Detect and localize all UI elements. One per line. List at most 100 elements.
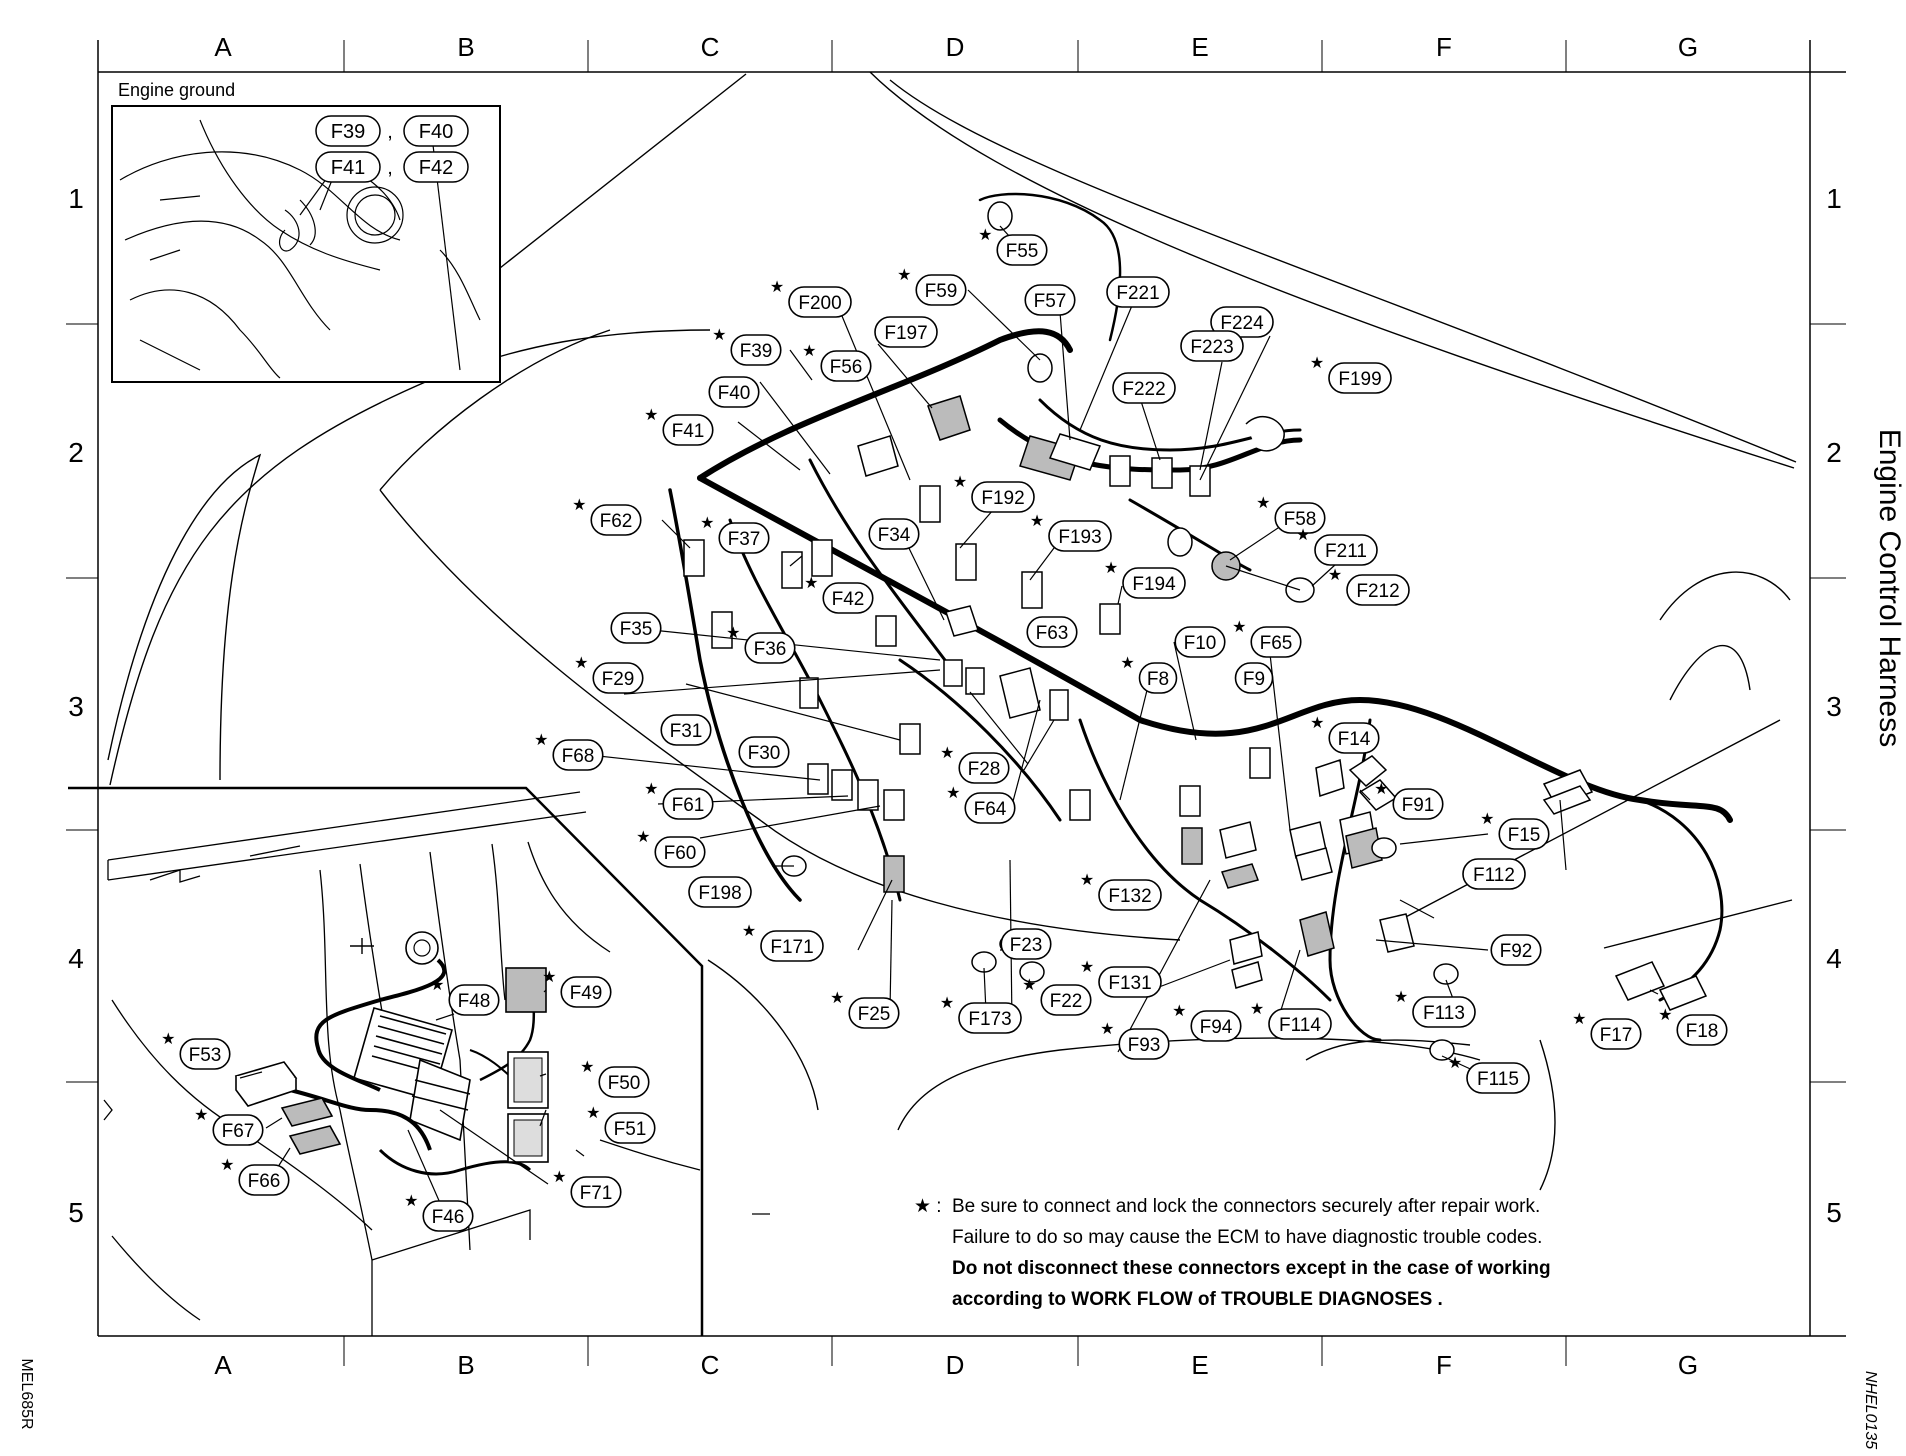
lock-star-icon: ★: [802, 343, 816, 360]
connector-id-label: F15: [1508, 825, 1541, 846]
col-label: A: [214, 32, 232, 62]
connector-id-label: F31: [670, 721, 703, 742]
connector-callout-bubble: [1346, 574, 1410, 606]
connector-callout: F49 ★: [542, 969, 612, 1008]
lock-star-icon: ★: [572, 497, 586, 514]
connector-callout: F9: [1234, 662, 1274, 694]
connector-id-label: F30: [748, 743, 781, 764]
connector-id-label: F211: [1325, 541, 1367, 562]
connector-id-label: F57: [1034, 291, 1067, 312]
lock-star-icon: ★: [1658, 1007, 1672, 1024]
connector-callout: F221: [1106, 276, 1170, 308]
row-label: 1: [68, 183, 84, 214]
connector-callout: F57: [1024, 284, 1076, 316]
connector-id-label: F51: [614, 1119, 647, 1140]
connector-callout: F31: [660, 714, 712, 746]
connector-callout-bubble: [822, 582, 874, 614]
connector-callout-bubble: [660, 714, 712, 746]
connector-callout-bubble: [1328, 722, 1380, 754]
connector-callout: F173★: [940, 995, 1022, 1034]
connector-callout: F91★: [1374, 781, 1444, 820]
connector-callout-bubble: [1180, 330, 1244, 362]
connector-id-label: F22: [1050, 991, 1083, 1012]
connector-callout: F30: [738, 736, 790, 768]
connector-callout-bubble: [654, 836, 706, 868]
connector-callout: F8★: [1120, 655, 1178, 694]
connector-id-label: F65: [1260, 633, 1293, 654]
lock-star-icon: ★: [830, 990, 844, 1007]
connector-id-label: F71: [580, 1183, 613, 1204]
connector-callout-bubble: [971, 481, 1035, 513]
lock-star-icon: ★: [946, 785, 960, 802]
connector-id-label: F37: [728, 529, 761, 550]
inset-title: Engine ground: [118, 80, 235, 100]
note-block: ★ : Be sure to connect and lock the conn…: [914, 1196, 1551, 1310]
lock-star-icon: ★: [1256, 495, 1270, 512]
connector-callout-bubble: [1466, 1062, 1530, 1094]
connector-callout-bubble: [1118, 1028, 1170, 1060]
connector-callout: F65★: [1232, 619, 1302, 658]
lock-star-icon: ★: [1080, 959, 1094, 976]
connector-callout-bubble: [212, 1114, 264, 1146]
lock-star-icon: ★: [542, 969, 556, 986]
connector-callout-bubble: [958, 752, 1010, 784]
inset-conn-label: F40: [419, 121, 453, 143]
connector-callout: F211★: [1296, 527, 1378, 566]
connector-id-label: F49: [570, 983, 603, 1004]
col-label: C: [701, 1350, 720, 1380]
lock-star-icon: ★: [194, 1107, 208, 1124]
connector-callout: F15★: [1480, 811, 1550, 850]
row-labels-left: 1 2 3 4 5: [68, 183, 84, 1228]
lock-star-icon: ★: [742, 923, 756, 940]
col-label: F: [1436, 1350, 1452, 1380]
lock-star-icon: ★: [644, 781, 658, 798]
drawing-code-left: MEL685R: [18, 1358, 35, 1429]
connector-callout-bubble: [592, 662, 644, 694]
connector-callout: F60★: [636, 829, 706, 868]
connector-id-label: F17: [1600, 1025, 1633, 1046]
connector-callout-bubble: [662, 414, 714, 446]
connector-id-label: F200: [798, 293, 841, 314]
lock-star-icon: ★: [726, 625, 740, 642]
col-label: G: [1678, 1350, 1698, 1380]
connector-callout-bubble: [1098, 879, 1162, 911]
connector-id-label: F221: [1116, 283, 1159, 304]
inset-separator: ,: [387, 121, 393, 143]
lock-star-icon: ★: [940, 995, 954, 1012]
connector-id-label: F59: [925, 281, 958, 302]
connector-id-label: F222: [1122, 379, 1165, 400]
connector-callout-bubble: [788, 286, 852, 318]
row-labels-right: 1 2 3 4 5: [1826, 183, 1842, 1228]
connector-callout-bubble: [1000, 928, 1052, 960]
connector-callout: F223: [1180, 330, 1244, 362]
connector-id-label: F113: [1423, 1003, 1465, 1024]
connector-callout: F113★: [1394, 989, 1476, 1028]
connector-id-label: F171: [770, 937, 813, 958]
connector-id-label: F60: [664, 843, 697, 864]
connector-callout: F193★: [1030, 513, 1112, 552]
connector-callout: F55★: [978, 227, 1048, 266]
lock-star-icon: ★: [1120, 655, 1134, 672]
row-label: 4: [68, 943, 84, 974]
note-line-2: Failure to do so may cause the ECM to ha…: [952, 1227, 1542, 1248]
connector-id-label: F193: [1058, 527, 1101, 548]
lock-star-icon: ★: [534, 732, 548, 749]
connector-callout: F212★: [1328, 567, 1410, 606]
connector-callout: F41★: [644, 407, 714, 446]
lock-star-icon: ★: [700, 515, 714, 532]
connector-callout: F61★: [644, 781, 714, 820]
connector-id-label: F92: [1500, 941, 1533, 962]
connector-id-label: F212: [1356, 581, 1399, 602]
lock-star-icon: ★: [574, 655, 588, 672]
connector-callout-bubble: [560, 976, 612, 1008]
connector-id-label: F91: [1402, 795, 1435, 816]
connector-callout-bubble: [662, 788, 714, 820]
connector-callout: F34: [868, 518, 920, 550]
connector-id-label: F56: [830, 357, 863, 378]
connector-callout: F115★: [1448, 1055, 1530, 1094]
connector-callout-bubble: [179, 1038, 231, 1070]
lock-star-icon: ★: [978, 227, 992, 244]
connector-callout-bubble: [848, 997, 900, 1029]
note-line-1: Be sure to connect and lock the connecto…: [952, 1196, 1540, 1217]
